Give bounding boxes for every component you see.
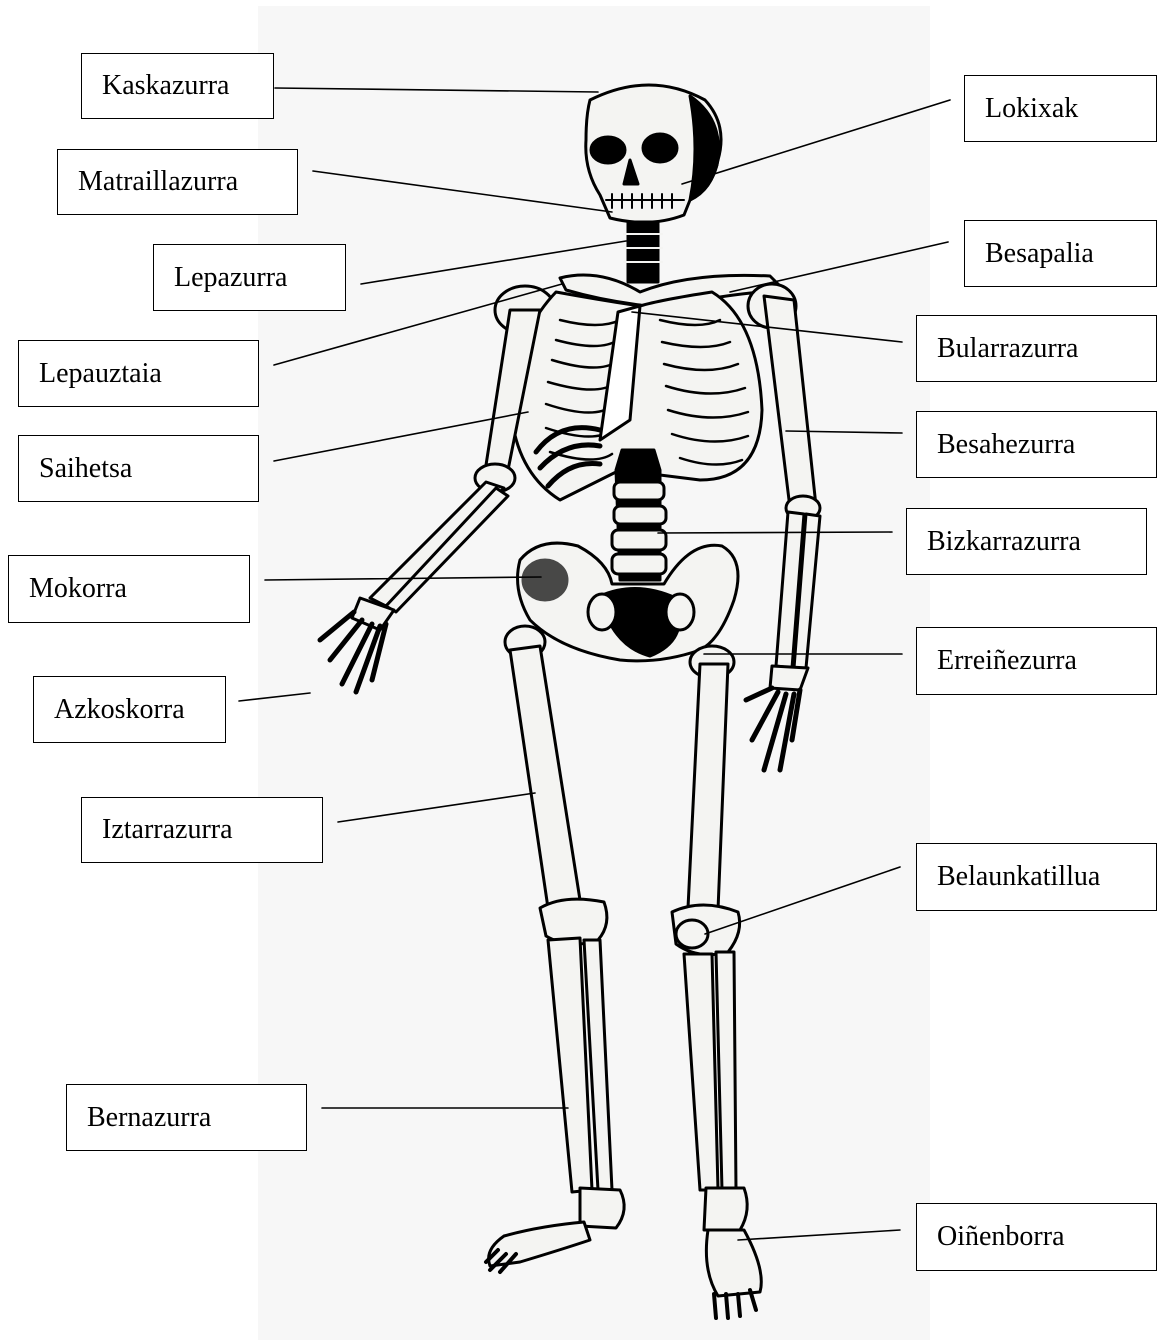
leg-right [672, 646, 761, 1318]
label-lepauztaia: Lepauztaia [18, 340, 259, 407]
label-kaskazurra: Kaskazurra [81, 53, 274, 119]
leader-belaunkatillua [705, 867, 900, 934]
label-besapalia: Besapalia [964, 220, 1157, 287]
label-mokorra: Mokorra [8, 555, 250, 623]
leader-matraillazurra [313, 171, 612, 212]
leader-azkoskorra [239, 693, 310, 701]
leg-left [486, 626, 624, 1272]
label-bernazurra: Bernazurra [66, 1084, 307, 1151]
skull [586, 85, 721, 222]
label-oinenborra: Oiñenborra [916, 1203, 1157, 1271]
leader-oinenborra [738, 1230, 900, 1240]
label-matraillazurra: Matraillazurra [57, 149, 298, 215]
label-belaunkatillua: Belaunkatillua [916, 843, 1157, 911]
label-besahezurra: Besahezurra [916, 411, 1157, 478]
leader-besapalia [730, 242, 948, 292]
leader-bizkarrazurra [658, 532, 892, 533]
label-bizkarrazurra: Bizkarrazurra [906, 508, 1147, 575]
label-iztarrazurra: Iztarrazurra [81, 797, 323, 863]
cervical-spine [624, 222, 662, 282]
label-lokixak: Lokixak [964, 75, 1157, 142]
label-erreinezurra: Erreiñezurra [916, 627, 1157, 695]
label-lepazurra: Lepazurra [153, 244, 346, 311]
leader-iztarrazurra [338, 793, 535, 822]
label-bularrazurra: Bularrazurra [916, 315, 1157, 382]
lumbar-spine [612, 450, 666, 580]
label-saihetsa: Saihetsa [18, 435, 259, 502]
leader-kaskazurra [275, 88, 598, 92]
label-azkoskorra: Azkoskorra [33, 676, 226, 743]
